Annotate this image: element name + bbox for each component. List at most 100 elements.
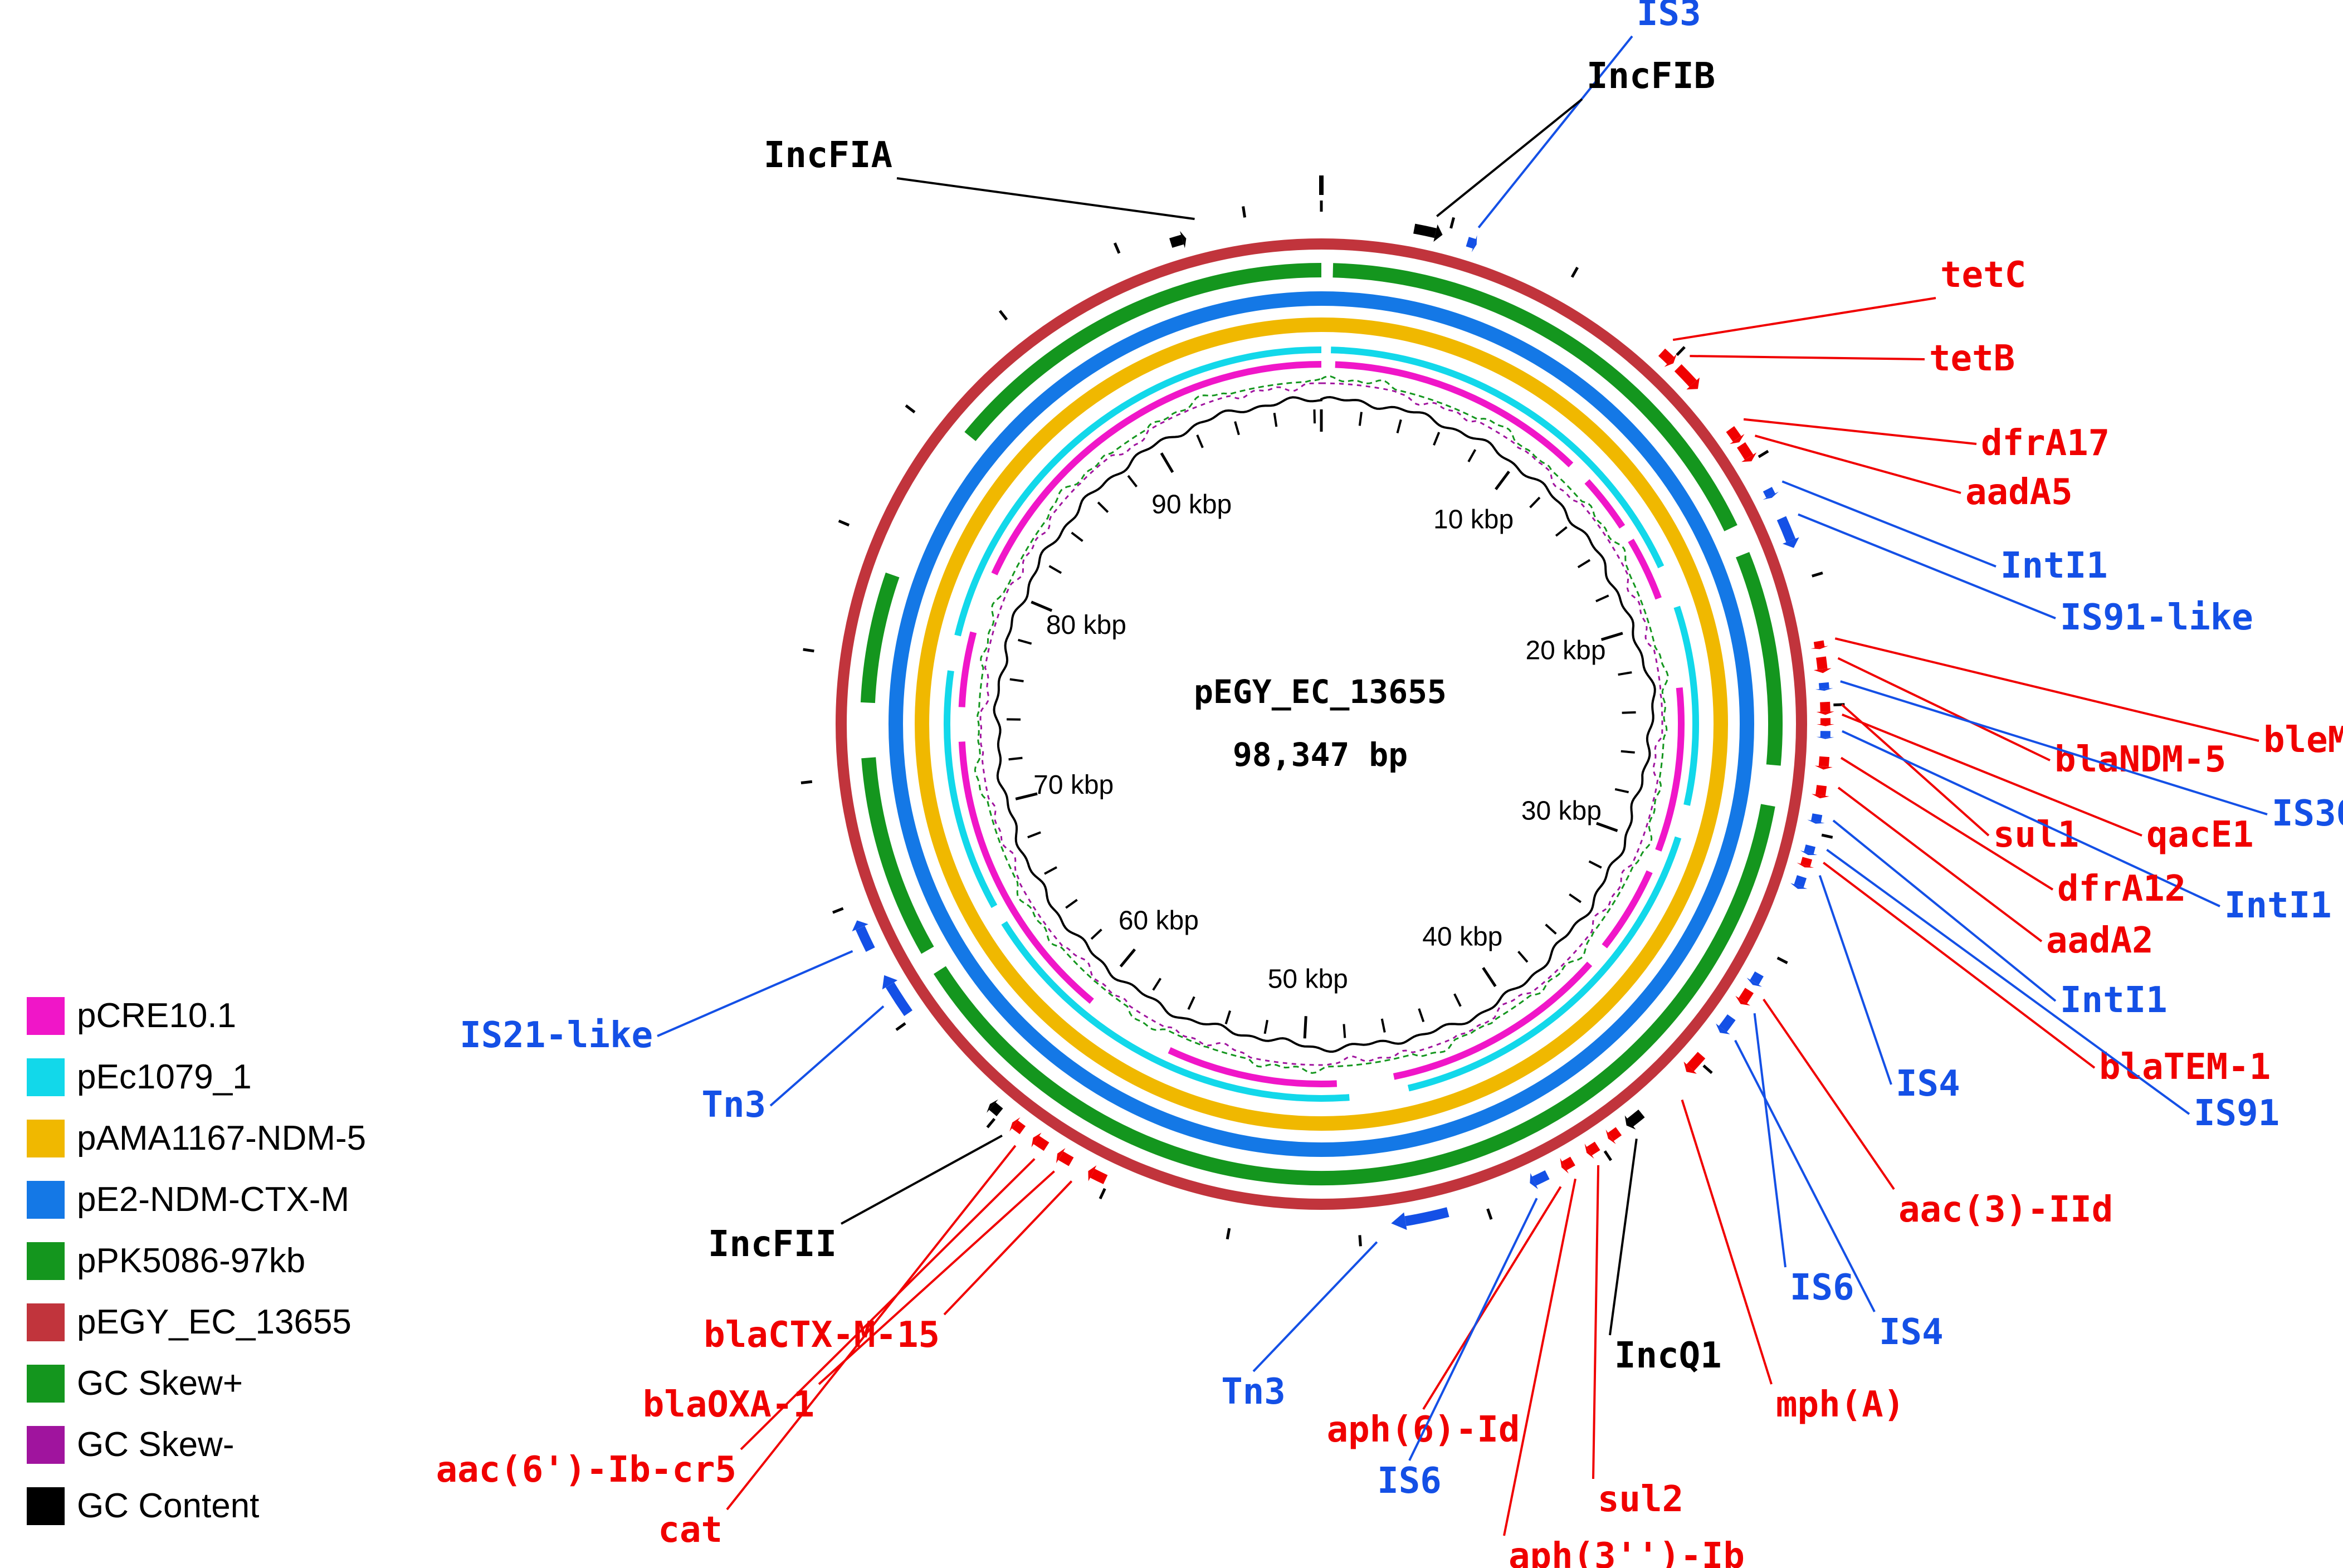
kbp-tick-label: 60 kbp [1119,906,1199,936]
feature-arrow [1088,1165,1108,1184]
tick-mark [1620,750,1635,754]
gc-skew-minus [979,382,1663,1066]
feature-arrow-head [1812,794,1829,799]
leader-line [726,1145,1017,1511]
ring-segment [861,757,934,954]
leader-line [1834,637,2259,742]
feature-arrow-body [1804,844,1816,854]
feature-arrow-head [1797,862,1814,868]
feature-arrow-head [1790,883,1808,889]
feature-mph(A): mph(A) [1681,1099,1905,1425]
feature-Tn3: Tn3 [701,1005,885,1126]
outer-tick-mark [1776,956,1788,964]
feature-arrow [1816,701,1834,715]
leader-line [1841,704,1990,837]
tick-mark [1545,924,1557,935]
tick-mark [1031,600,1053,612]
feature-arrow-head [1605,1129,1616,1144]
plasmid-size: 98,347 bp [1233,736,1408,774]
leader-line [1422,1186,1562,1410]
tick-mark [1071,531,1083,542]
feature-label: aadA2 [2046,920,2154,961]
tick-mark [1196,434,1204,448]
legend-label: pEGY_EC_13655 [77,1303,352,1341]
leader-line [1753,1013,1786,1268]
feature-arrow-body [1686,1052,1706,1071]
tick-mark [1618,671,1632,676]
leader-line [1798,513,2056,619]
legend-label: pEc1079_1 [77,1058,252,1096]
ring-segment [1335,361,1574,468]
legend-swatch [27,1181,65,1219]
feature-label: qacE1 [2146,814,2254,856]
feature-arrow-head [1433,224,1443,242]
plasmid-name: pEGY_EC_13655 [1194,673,1447,711]
legend-label: pE2-NDM-CTX-M [77,1180,349,1219]
tick-mark [1097,501,1109,513]
feature-arrow [1584,1141,1600,1159]
tick-mark [1263,1019,1268,1034]
legend-swatch [27,1365,65,1403]
feature-arrow-head [1810,646,1829,649]
leader-line [896,177,1195,221]
outer-tick-mark [800,780,813,784]
legend-swatch [27,1303,65,1341]
tick-mark [1015,792,1038,800]
feature-label: aph(3'')-Ib [1509,1536,1745,1568]
feature-qacE1: qacE1 [1842,714,2254,856]
outer-tick-mark [1702,1064,1713,1074]
feature-IS21-like: IS21-like [460,950,853,1056]
feature-label: mph(A) [1776,1384,1905,1425]
ring-segment [944,670,998,908]
ring-segment [954,346,1322,637]
tick-mark [1152,978,1162,991]
tick-mark [1008,756,1023,761]
feature-arrow-head [1730,434,1745,444]
feature-aac(6')-Ib-cr5: aac(6')-Ib-cr5 [436,1158,1036,1491]
feature-IS4: IS4 [1734,1039,1944,1353]
tick-mark [1187,996,1195,1010]
feature-IntI1: IntI1 [1781,480,2108,587]
feature-arrow-body [1739,988,1754,1004]
feature-arrow-body [1058,1151,1074,1166]
feature-label: IS4 [1879,1312,1944,1353]
legend: pCRE10.1pEc1079_1pAMA1167-NDM-5pE2-NDM-C… [27,997,366,1525]
feature-label: bleMBL [2263,720,2343,761]
feature-arrow-body [1811,813,1823,823]
feature-arrow-head [1782,537,1799,548]
feature-arrow-body [855,926,875,952]
feature-arrow [1605,1127,1622,1144]
feature-arrow-body [1033,1136,1050,1151]
ring-segment [1393,961,1593,1080]
feature-arrow-head [987,1099,998,1113]
ring-pEGY_EC_13655 [836,238,1807,1210]
outer-tick-mark [1812,571,1823,578]
feature-arrow [1746,971,1764,987]
ring-segment [915,317,1728,1131]
ring-segment [958,741,1094,1004]
feature-arrow-body [1090,1169,1108,1184]
feature-label: IS21-like [460,1015,653,1056]
tick-mark [1433,432,1441,446]
feature-arrow [1797,857,1814,868]
kbp-tick-label: 80 kbp [1046,610,1126,640]
feature-arrow-head [1814,765,1833,770]
legend-swatch [27,1058,65,1096]
feature-arrow-head [1471,235,1477,252]
tick-mark [1482,967,1497,988]
feature-arrow-head [1530,1173,1538,1189]
ring-segment [958,631,977,707]
feature-arrow [987,1099,1003,1116]
feature-arrows [852,223,1834,1230]
leader-line [1672,297,1936,341]
outer-tick-mark [1113,242,1121,254]
tick-mark [1048,565,1062,574]
legend-item: pPK5086-97kb [27,1242,305,1280]
tick-mark [1018,638,1032,645]
kbp-tick-label: 20 kbp [1525,636,1605,666]
ring-segment [1168,1047,1338,1087]
feature-arrow [1169,231,1187,248]
kbp-tick-label: 30 kbp [1521,796,1602,825]
outer-tick-mark [1099,1188,1106,1200]
